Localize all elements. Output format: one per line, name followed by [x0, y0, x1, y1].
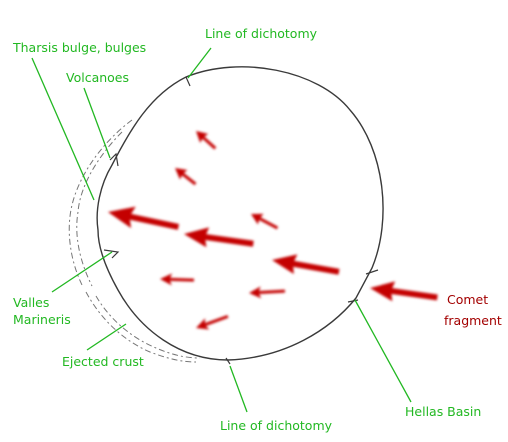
label-valles-line2: Marineris [13, 312, 71, 327]
impact-arrows [108, 131, 438, 330]
label-comet-line2: fragment [444, 313, 502, 328]
leader-tharsis [31, 57, 95, 201]
leader-lines [31, 47, 412, 413]
leader-hellas [354, 299, 412, 403]
dichotomy-notch-top [185, 76, 191, 87]
leader-dichotomy-bottom [229, 365, 248, 413]
leader-volcanoes [83, 87, 111, 159]
leader-valles [51, 251, 113, 293]
arrow-center-large [184, 227, 254, 248]
label-volcanoes: Volcanoes [66, 70, 129, 85]
arrow-upper-1 [196, 131, 217, 150]
volcano-bump [109, 152, 119, 167]
label-tharsis: Tharsis bulge, bulges [12, 40, 146, 55]
label-ejected-crust: Ejected crust [62, 354, 144, 369]
arrow-lower-1 [160, 273, 195, 286]
label-line-of-dichotomy-top: Line of dichotomy [205, 26, 318, 41]
arrow-comet [370, 281, 438, 302]
hellas-notch [347, 269, 379, 303]
arrow-upper-2 [175, 168, 197, 186]
valles-notch [103, 249, 120, 259]
leader-dichotomy-top [187, 47, 212, 79]
arrow-lower-2 [249, 286, 286, 299]
planet-outline [96, 66, 384, 361]
label-line-of-dichotomy-bottom: Line of dichotomy [220, 418, 333, 433]
arrow-left-large [108, 206, 180, 230]
arrow-upper-3 [251, 213, 279, 230]
leader-ejected [86, 323, 127, 351]
label-comet-line1: Comet [447, 292, 488, 307]
label-valles-line1: Valles [13, 295, 49, 310]
label-hellas-basin: Hellas Basin [405, 404, 481, 419]
arrow-right-large [272, 254, 340, 275]
arrow-lower-3 [196, 314, 229, 330]
dichotomy-notch-bottom [225, 357, 231, 365]
ejected-crust-fragments [68, 119, 201, 363]
